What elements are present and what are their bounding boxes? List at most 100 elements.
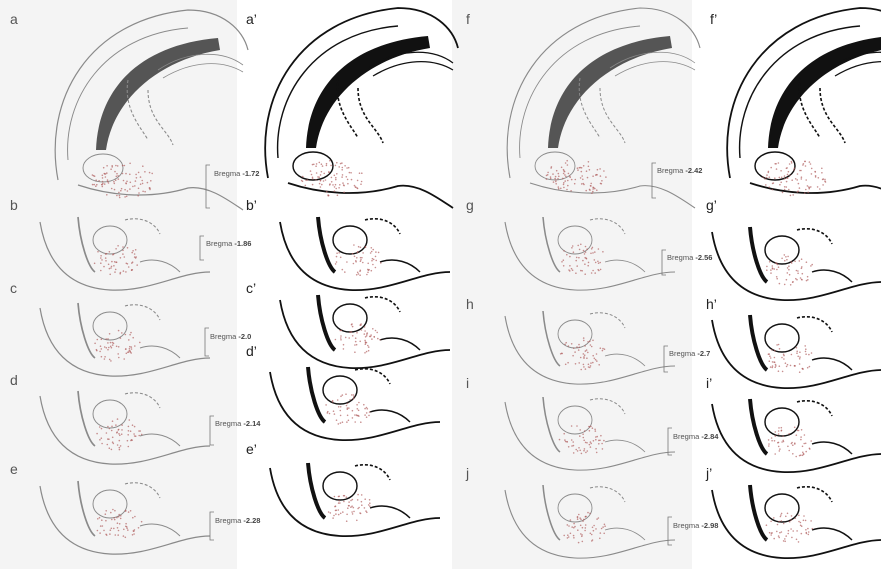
- bregma-label-c: Bregma -2.0: [210, 333, 251, 341]
- section-i-cell-dots: [559, 425, 605, 454]
- section-h-outline: [505, 316, 675, 384]
- panel-label-h: h: [466, 297, 474, 311]
- section-b-prime-tract: [318, 217, 335, 272]
- section-j-prime-ventral-line: [812, 528, 852, 540]
- section-b-prime-dashed-tract: [365, 219, 400, 234]
- section-e-prime-nucleus: [323, 472, 357, 500]
- section-d-prime-nucleus: [323, 376, 357, 404]
- bregma-label-g: Bregma -2.56: [667, 254, 712, 262]
- section-c-prime-nucleus: [333, 304, 367, 332]
- section-i-prime-dashed-tract: [797, 401, 832, 416]
- panel-label-b: b: [10, 198, 18, 212]
- bregma-label-h: Bregma -2.7: [669, 350, 710, 358]
- section-g-dashed-tract: [590, 219, 625, 234]
- section-c-outline: [40, 308, 210, 376]
- panel-label-h-prime: h’: [706, 297, 717, 311]
- section-b-prime-ventral-line: [380, 260, 420, 272]
- panel-label-e-prime: e’: [246, 442, 257, 456]
- section-h-prime-dashed-tract: [797, 317, 832, 332]
- section-i-outline: [505, 402, 675, 470]
- section-j-ventral-line: [605, 528, 645, 540]
- panel-label-f: f: [466, 12, 470, 26]
- section-i-prime-ventral-line: [812, 442, 852, 454]
- section-d-prime-cell-dots: [325, 393, 370, 424]
- section-i-prime-tract: [750, 399, 767, 454]
- panel-label-f-prime: f’: [710, 12, 717, 26]
- section-c-prime-ventral-line: [380, 338, 420, 350]
- panel-label-e: e: [10, 462, 18, 476]
- panel-label-d-prime: d’: [246, 344, 257, 358]
- section-g-prime-tract: [750, 227, 767, 282]
- section-e-dashed-tract: [125, 483, 160, 498]
- section-d-outline: [40, 396, 210, 464]
- section-d-ventral-line: [140, 434, 180, 446]
- section-c-dashed-tract: [125, 305, 160, 320]
- section-j-prime-nucleus: [765, 494, 799, 522]
- section-h-nucleus: [558, 320, 592, 348]
- section-b-ventral-line: [140, 260, 180, 272]
- section-c-tract: [78, 303, 95, 358]
- panel-label-i: i: [466, 376, 469, 390]
- section-d-prime-tract: [308, 367, 325, 422]
- section-e-outline: [40, 486, 210, 554]
- section-h-cell-dots: [560, 337, 605, 370]
- section-g-prime-dashed-tract: [797, 229, 832, 244]
- section-c-nucleus: [93, 312, 127, 340]
- section-g-tract: [543, 217, 560, 272]
- bregma-label-j: Bregma -2.98: [673, 522, 718, 530]
- section-i-prime-nucleus: [765, 408, 799, 436]
- section-c-cell-dots: [94, 330, 140, 362]
- section-e-tract: [78, 481, 95, 536]
- bregma-label-b: Bregma -1.86: [206, 240, 251, 248]
- bregma-bracket-0: [206, 165, 210, 208]
- section-b-outline: [40, 222, 210, 290]
- section-j-tract: [543, 485, 560, 540]
- section-i-dashed-tract: [590, 399, 625, 414]
- panel-label-d: d: [10, 373, 18, 387]
- section-c-prime-tract: [318, 295, 335, 350]
- section-b-prime-cell-dots: [335, 244, 382, 276]
- panel-label-i-prime: i’: [706, 376, 712, 390]
- section-h-tract: [543, 311, 560, 366]
- section-c-ventral-line: [140, 346, 180, 358]
- section-f-nucleus: [535, 152, 575, 180]
- section-b-dashed-tract: [125, 219, 160, 234]
- section-b-tract: [78, 217, 95, 272]
- section-g-cell-dots: [561, 244, 604, 276]
- section-a-prime-nucleus: [293, 152, 333, 180]
- section-i-ventral-line: [605, 440, 645, 452]
- section-d-tract: [78, 391, 95, 446]
- section-b-cell-dots: [94, 245, 138, 275]
- bregma-label-a: Bregma -1.72: [214, 170, 259, 178]
- section-e-prime-dashed-tract: [355, 465, 390, 480]
- section-j-outline: [505, 490, 675, 558]
- panel-label-j-prime: j’: [706, 466, 712, 480]
- panel-label-c-prime: c’: [246, 281, 256, 295]
- section-b-prime-nucleus: [333, 226, 367, 254]
- bregma-bracket-8: [668, 428, 672, 455]
- panel-label-a: a: [10, 12, 18, 26]
- panel-label-c: c: [10, 281, 17, 295]
- section-e-prime-ventral-line: [370, 506, 410, 518]
- section-j-prime-tract: [750, 485, 767, 540]
- bregma-bracket-3: [210, 416, 214, 445]
- section-g-prime-ventral-line: [812, 270, 852, 282]
- panel-label-b-prime: b’: [246, 198, 257, 212]
- section-a-ventral-outline: [78, 185, 243, 210]
- section-h-prime-nucleus: [765, 324, 799, 352]
- section-c-prime-cell-dots: [335, 323, 381, 353]
- bregma-label-i: Bregma -2.84: [673, 433, 718, 441]
- section-g-prime-cell-dots: [766, 254, 813, 286]
- bregma-bracket-7: [664, 346, 668, 372]
- section-d-nucleus: [93, 400, 127, 428]
- section-h-prime-cell-dots: [768, 344, 813, 373]
- section-f-ventral-outline: [530, 183, 695, 208]
- section-e-prime-tract: [308, 463, 325, 518]
- section-f-prime-nucleus: [755, 152, 795, 180]
- section-i-tract: [543, 397, 560, 452]
- bregma-label-e: Bregma -2.28: [215, 517, 260, 525]
- section-d-dashed-tract: [125, 393, 160, 408]
- section-h-prime-ventral-line: [812, 358, 852, 370]
- section-j-nucleus: [558, 494, 592, 522]
